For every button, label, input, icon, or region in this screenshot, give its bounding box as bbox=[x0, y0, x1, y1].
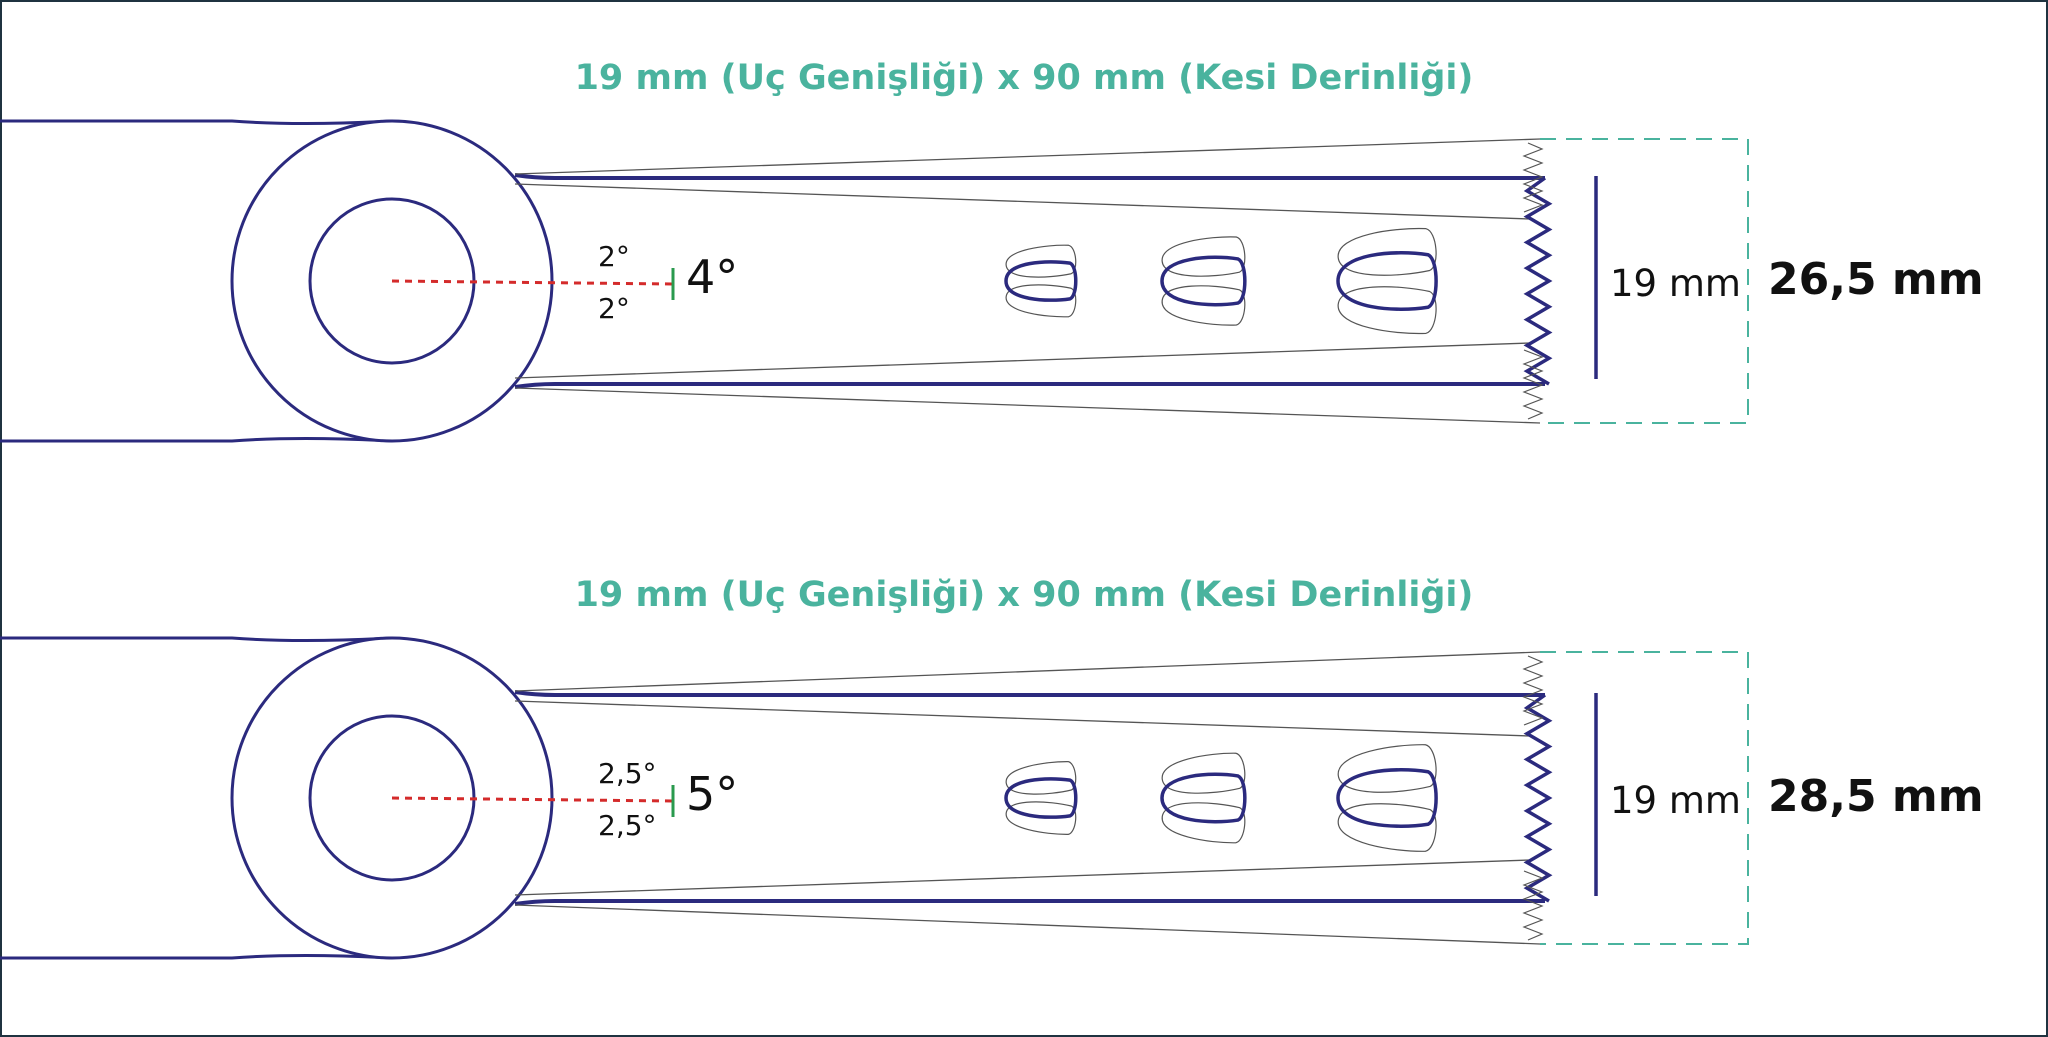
blade-1-window-1 bbox=[1004, 260, 1078, 302]
blade-2-sweep-bottom-inner bbox=[514, 859, 1531, 896]
blade-2-sweep-top-inner bbox=[514, 700, 1531, 737]
blade-1-sweep-top-outer bbox=[514, 138, 1541, 175]
blade-1-title: 19 mm (Uç Genişliği) x 90 mm (Kesi Derin… bbox=[574, 58, 1474, 98]
blade-1-edge-top bbox=[514, 173, 1545, 180]
blade-1-half-angle-bottom: 2° bbox=[598, 292, 630, 325]
blade-1-window-1-ghost-bottom bbox=[1005, 284, 1077, 318]
blade-2-window-3-ghost-bottom bbox=[1337, 803, 1437, 852]
blade-2-window-2 bbox=[1160, 772, 1247, 824]
blade-2-total-angle: 5° bbox=[686, 767, 739, 821]
blade-2-edge-bottom bbox=[514, 899, 1545, 906]
blade-1-window-1-ghost-top bbox=[1005, 244, 1077, 278]
blade-1-rail-top bbox=[0, 119, 393, 125]
blade-2-sweep-envelope bbox=[1540, 651, 1749, 945]
blade-2-window-3 bbox=[1336, 768, 1438, 828]
blade-1-window-3-ghost-bottom bbox=[1337, 286, 1437, 335]
blade-2-ghost-teeth-top bbox=[1522, 655, 1544, 726]
blade-1-rail-bottom bbox=[0, 437, 393, 443]
blade-1-teeth bbox=[1523, 176, 1553, 386]
blade-2-window-1-ghost-bottom bbox=[1005, 801, 1077, 835]
blade-1-window-2-ghost-bottom bbox=[1161, 285, 1246, 326]
blade-2-window-2-ghost-bottom bbox=[1161, 802, 1246, 844]
blade-2-window-2-ghost-top bbox=[1161, 752, 1246, 794]
blade-2-sweep-bottom-outer bbox=[514, 904, 1541, 945]
blade-1-ghost-teeth-top bbox=[1522, 142, 1544, 213]
blade-2-ghost-teeth-bottom bbox=[1522, 870, 1544, 941]
blade-2-title: 19 mm (Uç Genişliği) x 90 mm (Kesi Derin… bbox=[574, 575, 1474, 615]
blade-1-window-3-ghost-top bbox=[1337, 227, 1437, 276]
blade-1-sweep-bottom-inner bbox=[514, 342, 1531, 379]
blade-2-rail-bottom bbox=[0, 954, 393, 960]
blade-2-sweep-width: 28,5 mm bbox=[1768, 771, 1984, 822]
blade-1-window-3 bbox=[1336, 251, 1438, 311]
blade-1-window-2-ghost-top bbox=[1161, 236, 1246, 277]
blade-1-window-2 bbox=[1160, 255, 1247, 307]
blade-2-window-3-ghost-top bbox=[1337, 744, 1437, 793]
blade-2-half-angle-top: 2,5° bbox=[598, 757, 657, 790]
blade-1-sweep-envelope bbox=[1540, 138, 1749, 424]
blade-1-half-angle-top: 2° bbox=[598, 240, 630, 273]
blade-2-window-1 bbox=[1004, 777, 1078, 819]
blade-1-edge-bottom bbox=[514, 382, 1545, 389]
blade-1-sweep-bottom-outer bbox=[514, 387, 1541, 424]
blade-2-edge-top bbox=[514, 690, 1545, 697]
blade-2-half-angle-bottom: 2,5° bbox=[598, 809, 657, 842]
blade-1-ghost-teeth-bottom bbox=[1522, 349, 1544, 420]
blade-2-teeth bbox=[1523, 693, 1553, 903]
blade-2-blade-width: 19 mm bbox=[1610, 779, 1741, 822]
blade-2-rail-top bbox=[0, 636, 393, 642]
blade-1-sweep-top-inner bbox=[514, 183, 1531, 220]
blade-2-sweep-top-outer bbox=[514, 651, 1541, 692]
blade-1-blade-width: 19 mm bbox=[1610, 262, 1741, 305]
blade-1-sweep-width: 26,5 mm bbox=[1768, 254, 1984, 305]
blade-2-window-1-ghost-top bbox=[1005, 761, 1077, 795]
blade-1-total-angle: 4° bbox=[686, 250, 739, 304]
